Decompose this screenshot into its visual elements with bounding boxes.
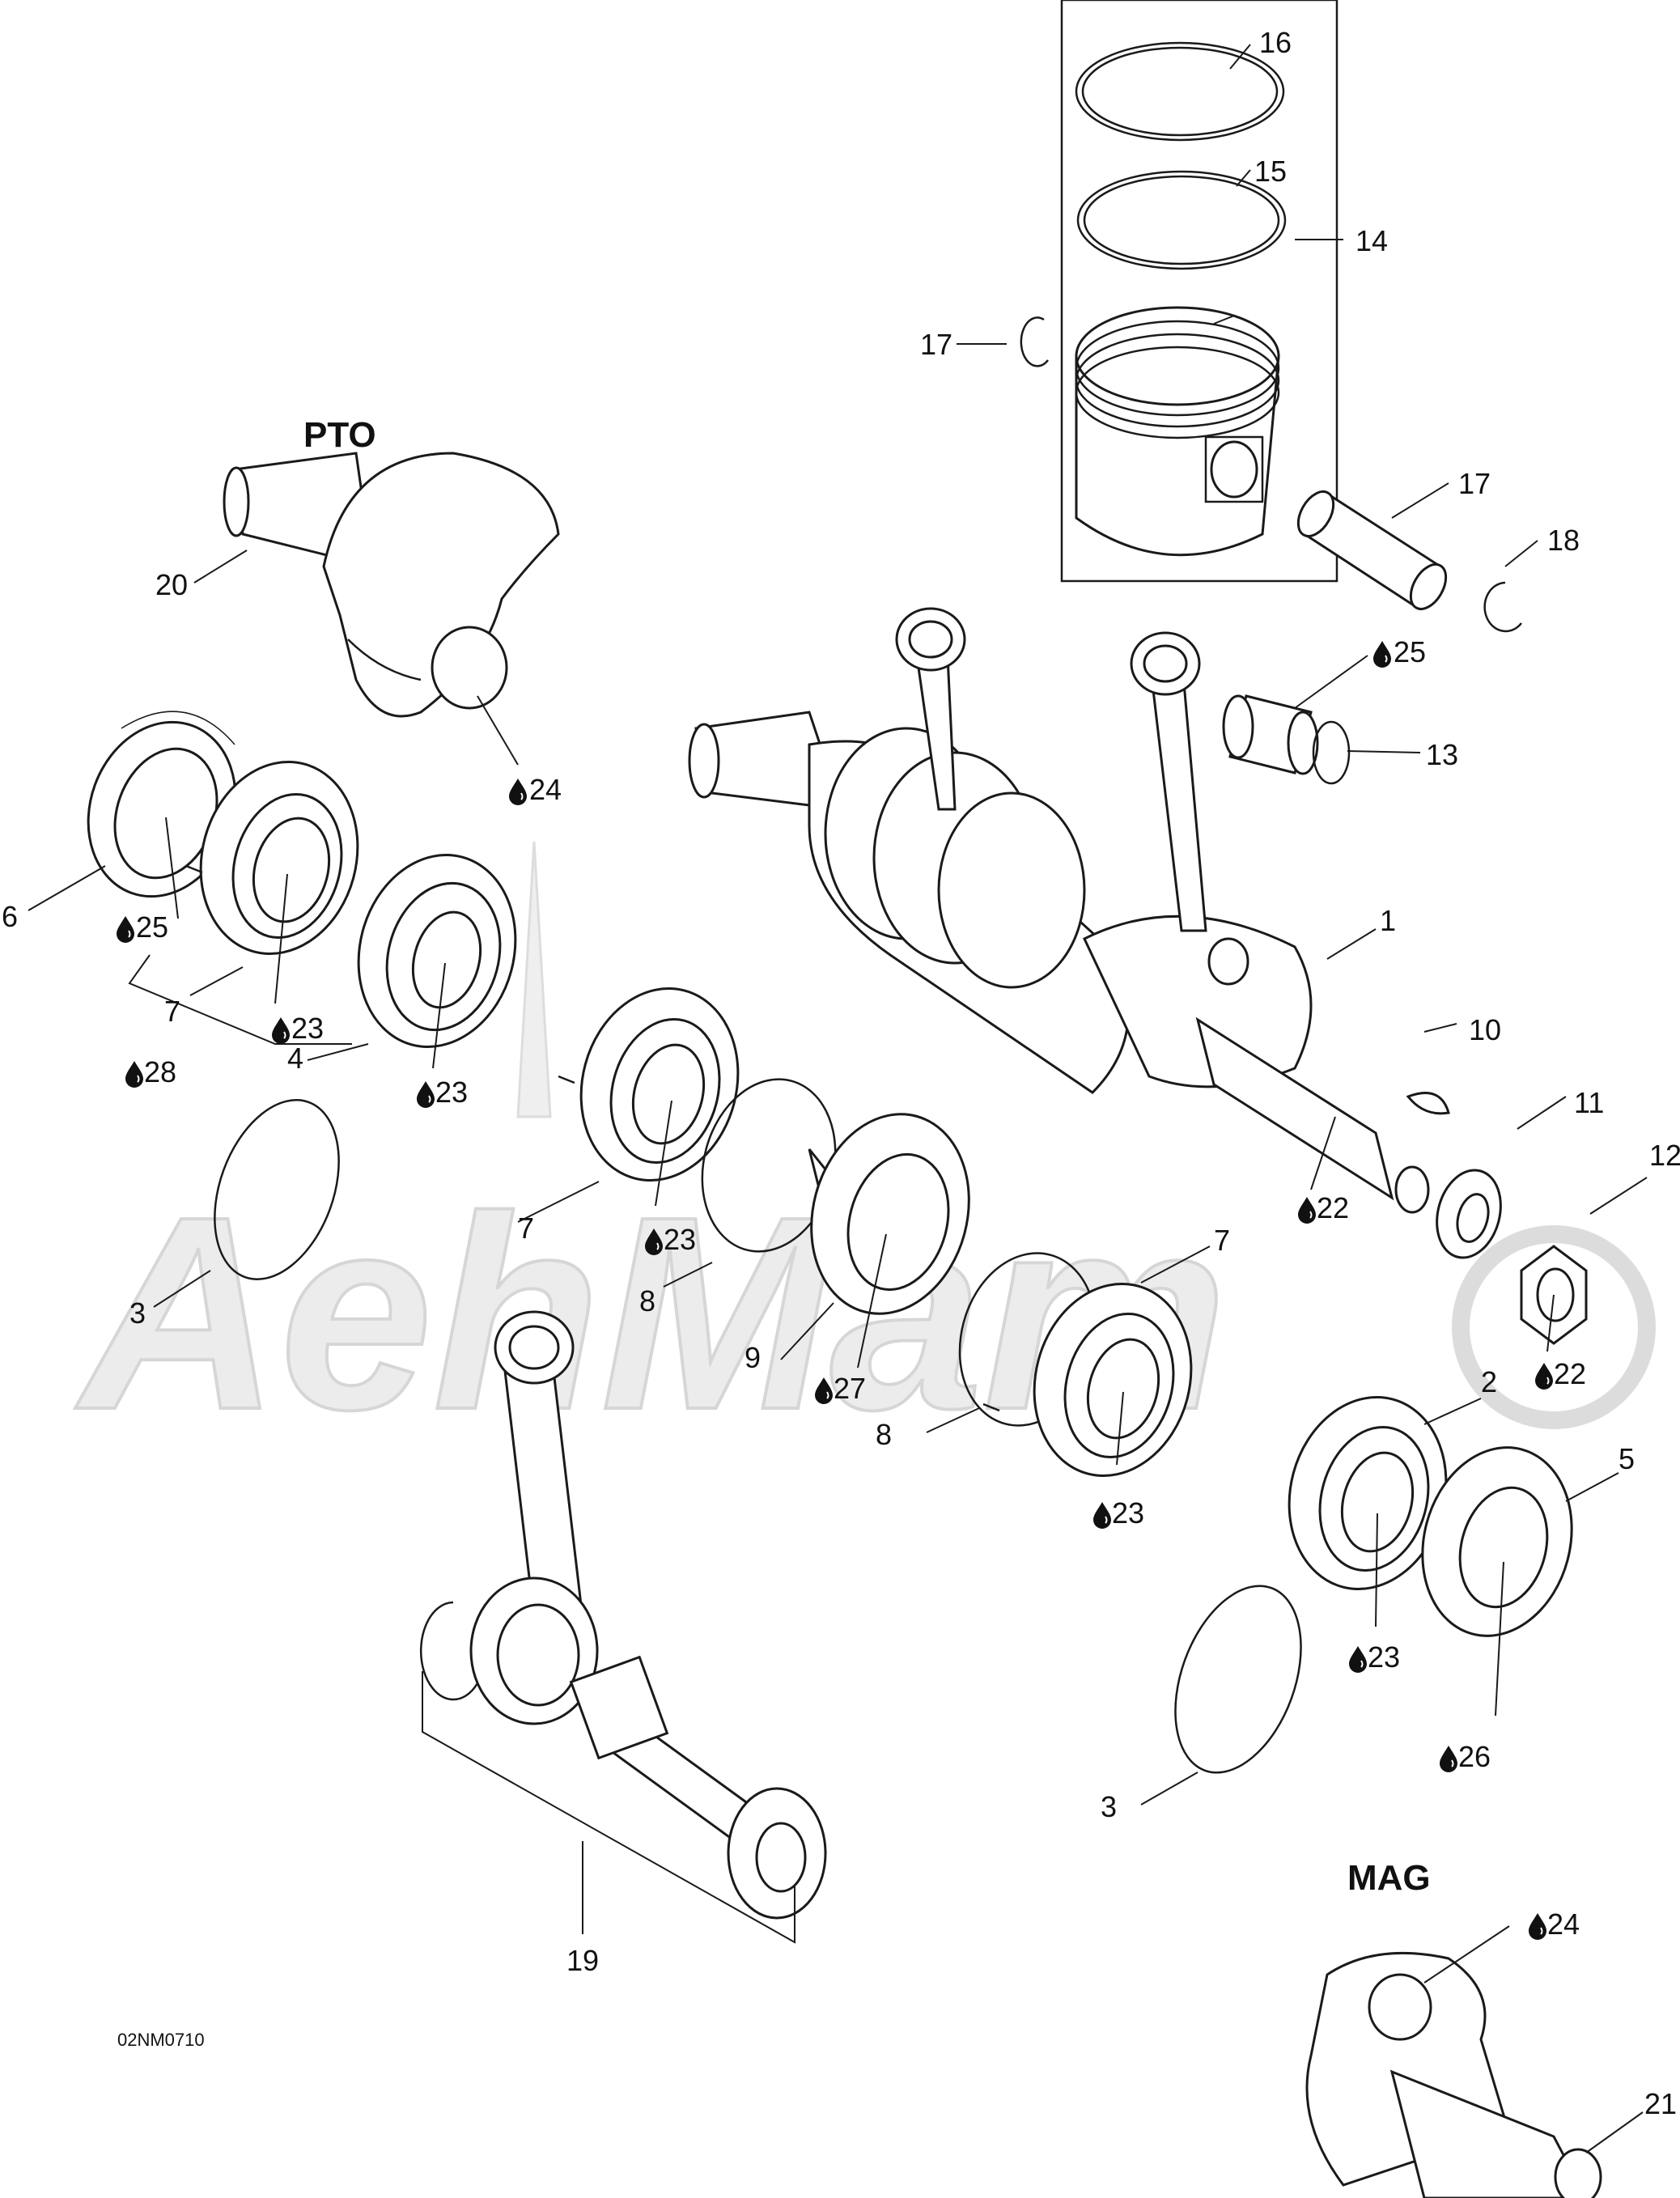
oil-drop-icon xyxy=(271,1016,291,1045)
bearing-center-right xyxy=(1033,1283,1193,1477)
callout-17-right: 17 xyxy=(1458,467,1491,500)
callout-7-c: 7 xyxy=(1214,1224,1230,1257)
lube-ref-28: 28 xyxy=(144,1055,176,1088)
bearing-ring-9 xyxy=(808,1113,970,1315)
leader-lines xyxy=(28,44,1648,2153)
oil-drop-icon xyxy=(1372,640,1392,668)
lube-ref-23-b: 23 xyxy=(435,1076,468,1109)
lube-ref-25-a: 25 xyxy=(1394,635,1426,668)
callout-7-a: 7 xyxy=(164,995,180,1028)
callout-2: 2 xyxy=(1481,1365,1497,1398)
lube-ref-23-e: 23 xyxy=(1368,1640,1400,1674)
oil-drop-icon xyxy=(1534,1362,1554,1390)
drawing-code: 02NM0710 xyxy=(117,2030,205,2050)
callout-19: 19 xyxy=(566,1944,599,1977)
lube-ref-26: 26 xyxy=(1458,1740,1491,1773)
callouts: 16 15 14 17 17 18 13 20 6 7 4 1 10 11 12… xyxy=(2,26,1680,2120)
callout-4: 4 xyxy=(287,1042,303,1075)
oil-drop-icon xyxy=(508,778,528,806)
watermark-text: AehMam xyxy=(72,1160,1228,1467)
kit-bracket-28 xyxy=(128,954,352,1045)
lube-ref-25-b: 25 xyxy=(136,910,168,944)
callout-13: 13 xyxy=(1426,738,1458,771)
callout-21: 21 xyxy=(1644,2087,1677,2120)
crankshaft-assembly xyxy=(688,607,1430,1214)
crank-half-mag xyxy=(1305,1951,1602,2198)
piston-pin xyxy=(1296,490,1448,610)
dowel-pin-c xyxy=(982,1402,1000,1412)
watermark: AehMam xyxy=(70,841,1656,1469)
lock-washer xyxy=(1436,1169,1502,1259)
callout-1: 1 xyxy=(1380,904,1396,937)
dowel-pin-a xyxy=(185,864,203,874)
lube-ref-24-b: 24 xyxy=(1547,1907,1580,1941)
bearing-center-left xyxy=(579,987,740,1182)
callout-7-b: 7 xyxy=(518,1211,534,1245)
callout-6: 6 xyxy=(2,900,18,933)
mag-heading: MAG xyxy=(1347,1858,1431,1898)
callout-8-a: 8 xyxy=(639,1284,655,1318)
callout-16: 16 xyxy=(1259,26,1292,59)
piston-kit-box xyxy=(1060,0,1338,583)
crank-half-pto xyxy=(223,452,560,718)
lube-ref-27: 27 xyxy=(834,1372,866,1405)
lube-ref-22-a: 22 xyxy=(1317,1191,1349,1224)
bearing-mag xyxy=(1288,1396,1448,1590)
bearing-pto-inner xyxy=(199,761,359,955)
o-ring-left xyxy=(214,1099,340,1280)
lube-ref-24-a: 24 xyxy=(529,773,562,806)
oil-drop-icon xyxy=(125,1060,144,1088)
lubricant-references: 25 24 25 23 28 23 22 23 22 27 23 23 26 2… xyxy=(116,635,1586,1941)
callout-12: 12 xyxy=(1649,1139,1680,1172)
oil-drop-icon xyxy=(1348,1645,1368,1674)
oil-seal-pto xyxy=(87,711,237,898)
piston-ring-16 xyxy=(1075,41,1285,142)
callout-15: 15 xyxy=(1254,155,1287,188)
callout-18: 18 xyxy=(1547,524,1580,557)
oil-drop-icon xyxy=(1297,1196,1317,1224)
callout-8-b: 8 xyxy=(876,1418,892,1451)
oil-drop-icon xyxy=(1092,1501,1112,1530)
callout-17-left: 17 xyxy=(920,328,952,361)
callout-3-b: 3 xyxy=(1101,1790,1117,1823)
oil-drop-icon xyxy=(116,915,135,944)
piston xyxy=(1075,306,1280,557)
oil-drop-icon xyxy=(1528,1912,1547,1941)
lube-ref-23-a: 23 xyxy=(291,1012,324,1045)
callout-20: 20 xyxy=(155,568,188,601)
callout-10: 10 xyxy=(1469,1013,1501,1046)
callout-9: 9 xyxy=(745,1341,761,1374)
lube-ref-23-c: 23 xyxy=(664,1223,696,1256)
needle-bearing-small-end xyxy=(1222,694,1351,785)
pto-heading: PTO xyxy=(303,415,376,455)
callout-14: 14 xyxy=(1355,224,1388,257)
oil-seal-mag xyxy=(1421,1446,1573,1637)
bearing-pto-outer xyxy=(357,854,517,1048)
circlip-18 xyxy=(1483,581,1522,633)
kit-bracket-19 xyxy=(422,1671,795,1944)
circlip-17-left xyxy=(1020,316,1049,367)
oil-drop-icon xyxy=(1439,1745,1458,1773)
piston-ring-15 xyxy=(1076,170,1287,270)
connecting-rod-kit xyxy=(419,1310,827,1920)
lube-ref-22-b: 22 xyxy=(1554,1357,1586,1390)
dowel-pin-b xyxy=(558,1075,575,1084)
lube-ref-23-d: 23 xyxy=(1112,1496,1144,1530)
callout-11: 11 xyxy=(1574,1086,1604,1119)
o-ring-right xyxy=(1174,1585,1302,1774)
woodruff-key xyxy=(1406,1092,1450,1115)
oil-drop-icon xyxy=(416,1080,435,1109)
callout-3-a: 3 xyxy=(129,1296,146,1330)
callout-5: 5 xyxy=(1618,1442,1635,1475)
